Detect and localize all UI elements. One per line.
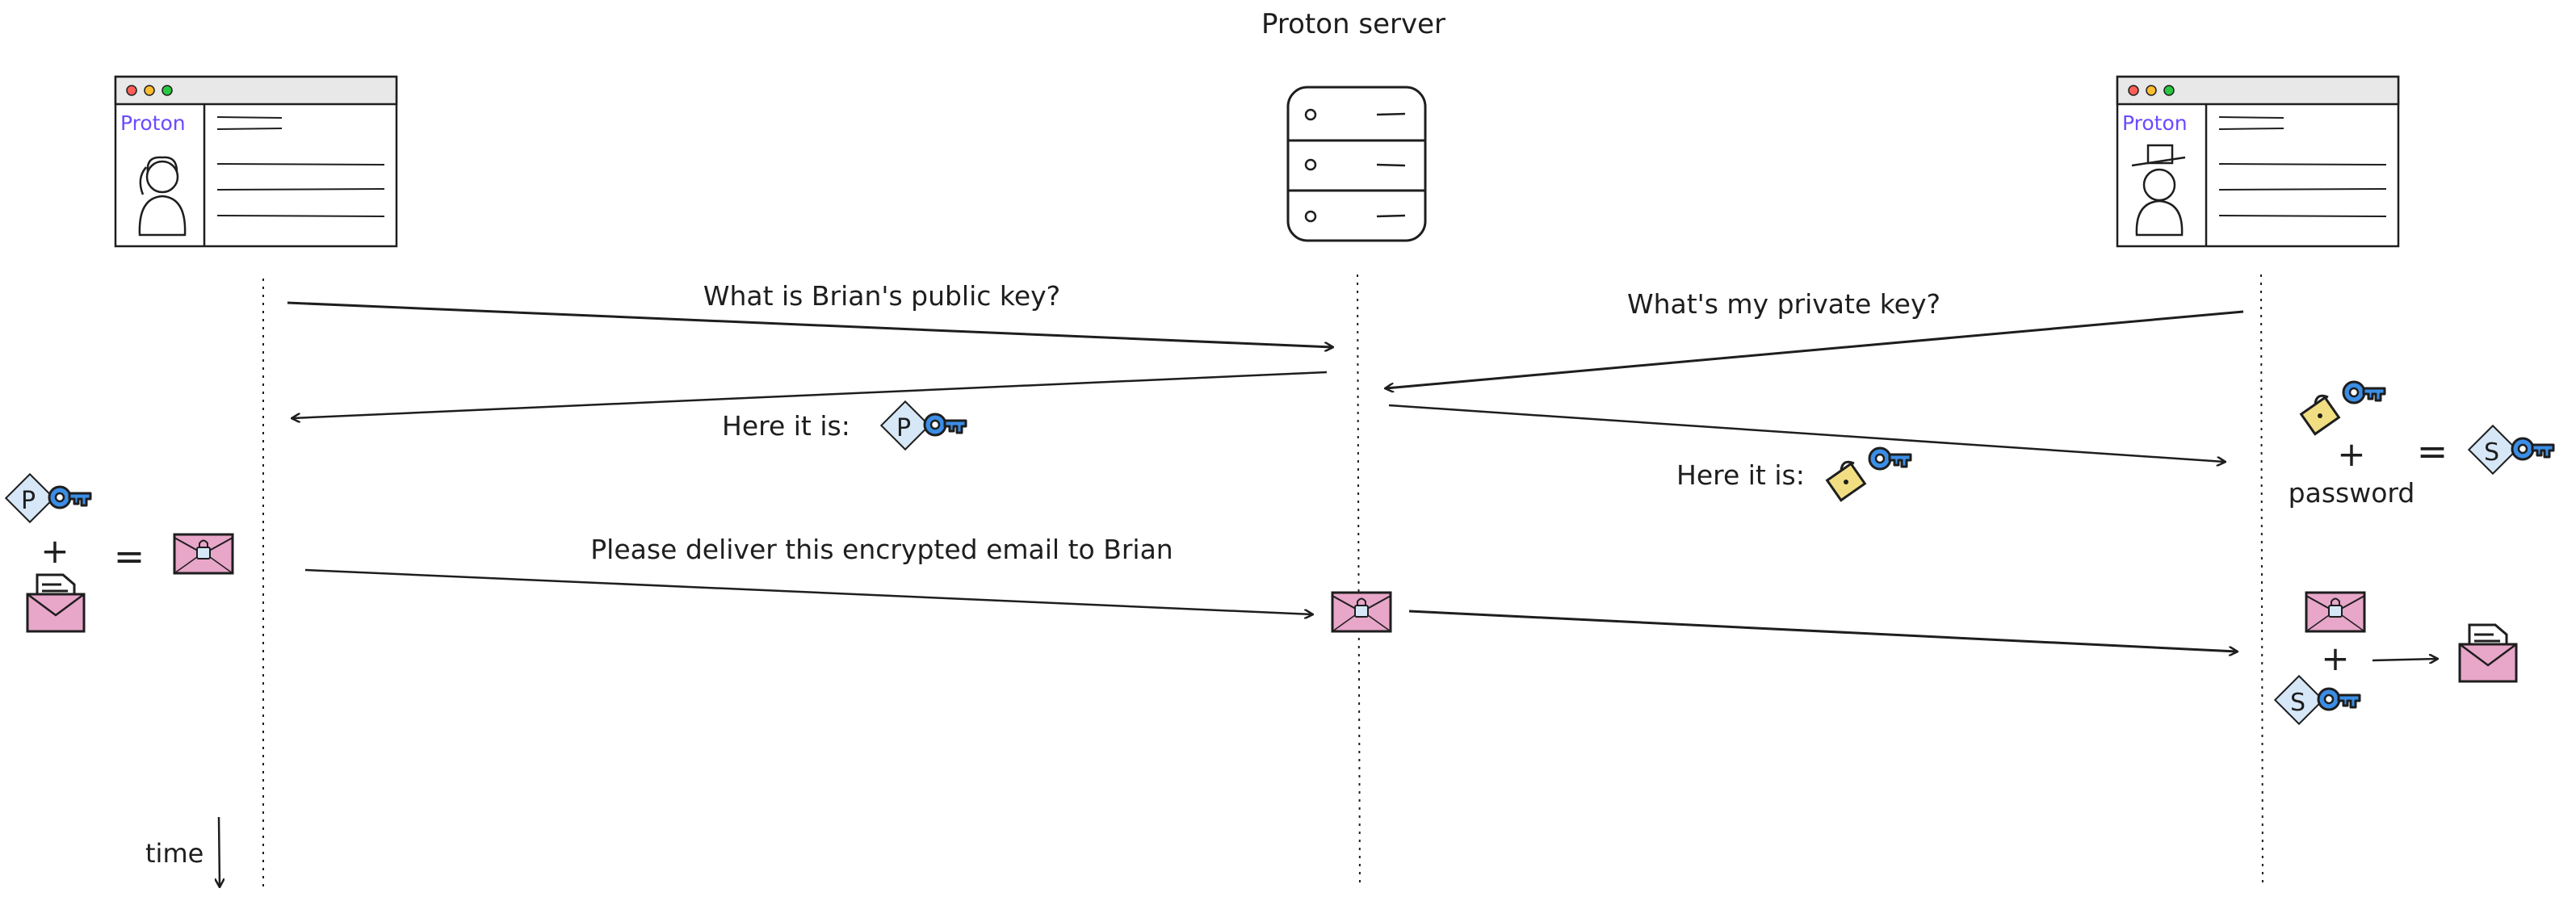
recipient-browser-window: Proton [2116, 75, 2400, 248]
ask-private-key-arrow [1386, 310, 2244, 388]
minimize-dot-icon [2146, 85, 2157, 96]
recipient-brand-label: Proton [2122, 111, 2188, 135]
server-lifeline [1357, 274, 1361, 889]
plain-email-icon [26, 573, 86, 633]
public-key-tag: P [896, 414, 911, 442]
ask-public-key-arrow [287, 301, 1332, 347]
proton-server-icon [1286, 86, 1427, 242]
reply-private-key-label: Here it is: [1676, 459, 1805, 491]
public-key-icon: P [879, 400, 967, 451]
sender-brand-label: Proton [120, 111, 186, 135]
sender-plus-symbol: + [40, 531, 69, 571]
maximize-dot-icon [162, 85, 173, 96]
recipient-lifeline [2260, 274, 2263, 889]
recipient-secret-key-icon: S [2273, 674, 2361, 726]
sender-public-key-icon: P [4, 472, 92, 524]
recipient-avatar-icon [2131, 144, 2186, 237]
sender-avatar-icon [138, 156, 187, 237]
recipient-equals-symbol: = [2417, 430, 2448, 473]
sender-public-key-tag: P [21, 487, 36, 515]
ask-private-key-label: What's my private key? [1627, 288, 1940, 320]
deliver-email-label: Please deliver this encrypted email to B… [590, 534, 1173, 565]
minimize-dot-icon [144, 85, 155, 96]
forward-email-arrow [1408, 610, 2237, 652]
time-label: time [145, 838, 203, 869]
ask-public-key-label: What is Brian's public key? [703, 280, 1060, 312]
reply-private-key-arrow [1388, 404, 2225, 462]
password-label: password [2289, 477, 2415, 509]
recipient-plus-symbol-1: + [2337, 434, 2365, 474]
close-dot-icon [126, 85, 137, 96]
recipient-locked-key-icon [2300, 380, 2386, 436]
diagram-title: Proton server [1261, 8, 1445, 40]
recipient-secret-key-tag: S [2290, 689, 2305, 717]
maximize-dot-icon [2163, 85, 2175, 96]
secret-key-tag: S [2484, 438, 2499, 467]
reply-public-key-label: Here it is: [722, 410, 850, 442]
encrypted-email-at-server-icon [1331, 591, 1392, 633]
time-arrow [219, 816, 220, 886]
deliver-email-arrow [304, 568, 1312, 614]
encrypted-private-key-icon [1826, 446, 1912, 502]
secret-key-icon: S [2467, 424, 2555, 476]
recipient-plus-symbol-2: + [2321, 639, 2349, 678]
sender-browser-window: Proton [114, 75, 398, 248]
sender-equals-symbol: = [114, 534, 145, 578]
reply-public-key-arrow [292, 371, 1328, 418]
sender-encrypted-email-icon [173, 533, 234, 575]
close-dot-icon [2128, 85, 2139, 96]
decrypted-email-icon [2458, 623, 2518, 683]
decrypt-result-arrow [2372, 659, 2437, 660]
recipient-encrypted-email-icon [2305, 591, 2366, 633]
